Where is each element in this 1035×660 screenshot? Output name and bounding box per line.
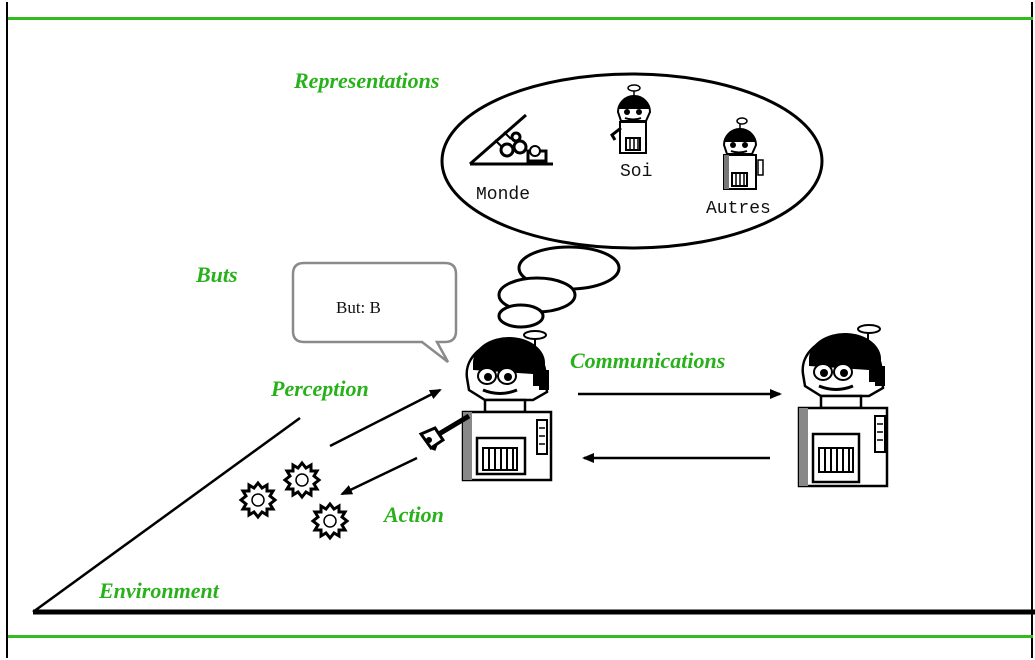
gears — [239, 461, 349, 540]
thought-bubble — [440, 72, 824, 329]
others-robot-icon — [722, 117, 764, 190]
world-tools-icon — [469, 113, 553, 166]
environment-label: Environment — [99, 578, 219, 603]
soi-label: Soi — [620, 162, 653, 182]
arrows — [329, 388, 782, 496]
action-label: Action — [384, 502, 444, 527]
bottom-green-rule — [8, 635, 1033, 638]
main-robot-agent — [418, 330, 553, 482]
environment-ground — [32, 416, 1035, 615]
buts-label: Buts — [196, 262, 238, 287]
speech-bubble-text: But: B — [336, 298, 381, 317]
representations-label: Representations — [294, 68, 440, 93]
other-robot-agent — [797, 324, 889, 488]
gear-icon — [239, 481, 277, 519]
autres-label: Autres — [706, 199, 771, 219]
perception-label: Perception — [271, 376, 369, 401]
perception-arrow — [329, 388, 442, 448]
communications-label: Communications — [570, 348, 726, 373]
monde-label: Monde — [476, 185, 531, 205]
speech-bubble — [291, 261, 458, 363]
frame-border — [6, 2, 1033, 658]
gear-icon — [311, 502, 349, 540]
gear-icon — [283, 461, 321, 499]
top-green-rule — [8, 17, 1033, 20]
action-arrow — [340, 456, 418, 496]
self-robot-icon — [610, 84, 652, 154]
